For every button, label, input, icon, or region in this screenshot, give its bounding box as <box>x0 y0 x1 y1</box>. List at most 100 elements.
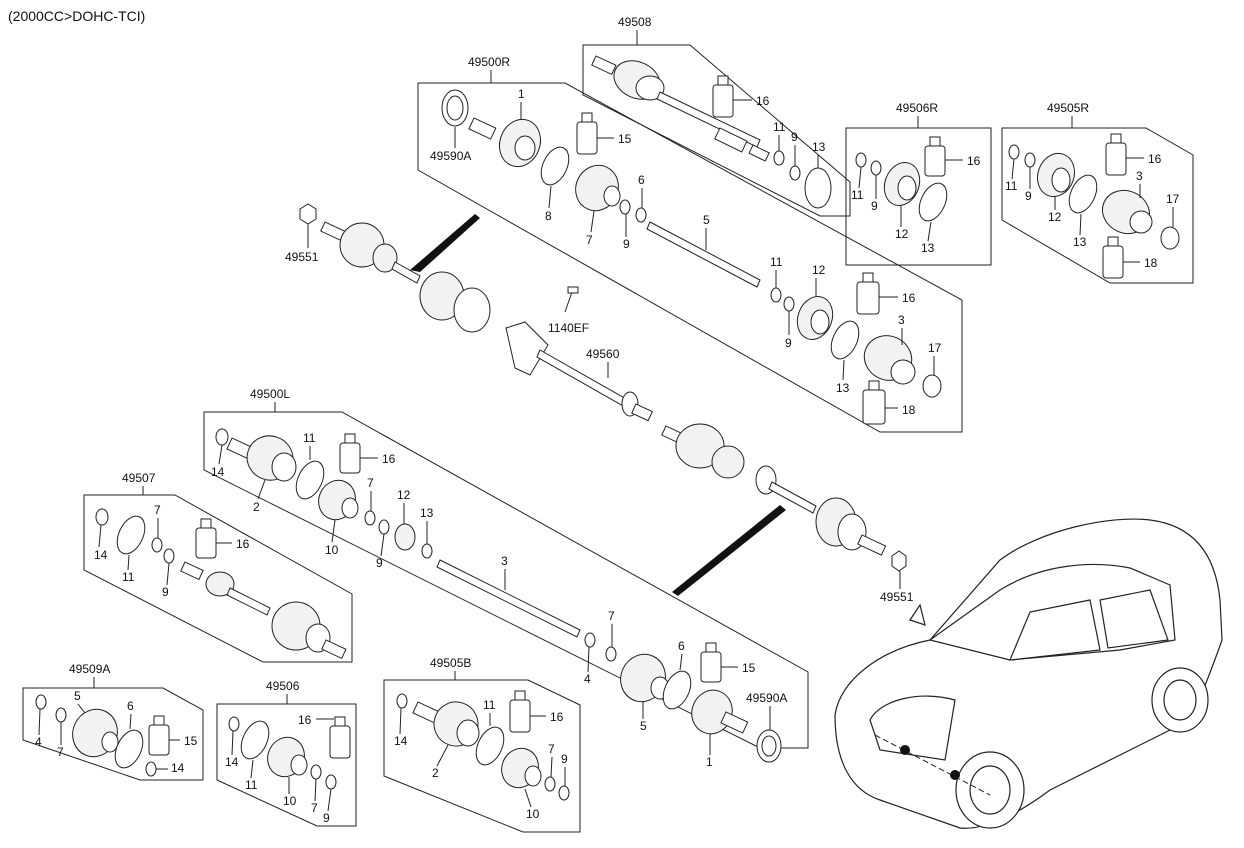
ring-7-49506 <box>310 764 322 780</box>
ring-14-49505B <box>396 693 408 709</box>
part-label-4-49509A: 4 <box>35 735 42 749</box>
frame-49505B <box>383 679 581 833</box>
part-label-11-left: 11 <box>303 431 316 445</box>
ring-14-49506 <box>228 716 240 732</box>
part-label-11-49506: 11 <box>245 778 258 792</box>
band-6-49509A <box>114 729 144 769</box>
part-label-2-49505B: 2 <box>432 766 439 780</box>
grease-tube-15-left <box>700 642 738 683</box>
frame-49507 <box>83 494 353 663</box>
frame-49500L <box>203 411 809 749</box>
part-label-13-49506R: 13 <box>921 241 935 255</box>
part-label-6-49509A: 6 <box>127 699 134 713</box>
bolt-1140EF <box>564 286 579 313</box>
boot-10-49506 <box>267 736 308 778</box>
grease-tube-16-49505R <box>1105 133 1144 176</box>
part-label-15: 15 <box>618 132 632 146</box>
grease-tube-16-49506 <box>316 716 351 759</box>
part-label-9-49505R: 9 <box>1025 189 1032 203</box>
group-label-49508: 49508 <box>618 15 652 29</box>
ring-7-49507 <box>151 537 163 553</box>
ring-14-49509A <box>145 761 157 777</box>
nut-49551-lower <box>891 550 907 572</box>
ring-14-left <box>215 428 229 446</box>
band-13-right <box>830 320 860 360</box>
part-label-5-49509A: 5 <box>74 689 81 703</box>
ring-7-left <box>364 510 376 526</box>
part-label-1140EF: 1140EF <box>548 321 589 335</box>
band-8-right <box>540 146 570 186</box>
ring-9-left <box>378 519 390 535</box>
intermediate-shaft-49560 <box>505 321 653 422</box>
part-label-14-left: 14 <box>211 465 225 479</box>
part-label-9c: 9 <box>785 336 792 350</box>
part-label-6-left: 6 <box>678 639 685 653</box>
part-label-3: 3 <box>898 313 905 327</box>
part-label-18: 18 <box>902 403 916 417</box>
boot-12-49505R <box>1036 152 1076 198</box>
part-label-11b: 11 <box>770 255 783 269</box>
part-label-1: 1 <box>518 87 525 101</box>
group-label-49506: 49506 <box>266 679 300 693</box>
outer-cv-joint-2-49505B <box>412 701 480 747</box>
outer-cv-joint-1-left <box>691 689 749 735</box>
group-label-49500L: 49500L <box>250 387 290 401</box>
part-label-7: 7 <box>586 233 593 247</box>
grease-tube-15-right <box>576 112 614 155</box>
band-11-49507 <box>116 515 146 555</box>
part-label-15-49509A: 15 <box>184 734 198 748</box>
engine-spec-header: (2000CC>DOHC-TCI) <box>8 8 146 24</box>
grease-tube-16-49508 <box>712 75 752 118</box>
part-label-6: 6 <box>638 173 645 187</box>
frame-49505R <box>1001 127 1194 284</box>
main-shaft-right <box>320 214 491 333</box>
part-label-5-left: 5 <box>640 719 647 733</box>
part-label-17-49505R: 17 <box>1166 192 1180 206</box>
part-label-11-49506R: 11 <box>851 188 864 202</box>
ring-9-49507 <box>163 548 175 564</box>
grease-tube-16-49506R <box>924 136 963 177</box>
seal-17-49505R <box>1160 226 1180 250</box>
band-6-left <box>662 670 692 710</box>
part-label-12-left: 12 <box>397 488 411 502</box>
part-label-16-49507: 16 <box>236 537 250 551</box>
part-label-16-49505B: 16 <box>550 710 564 724</box>
ring-4-left <box>584 632 596 648</box>
group-label-49505R: 49505R <box>1047 101 1089 115</box>
shaft-assembly-49507 <box>180 561 347 660</box>
part-label-7-left-b: 7 <box>608 609 615 623</box>
part-label-11: 11 <box>773 120 786 134</box>
part-label-3-left: 3 <box>501 554 508 568</box>
main-shaft-left <box>661 423 887 596</box>
part-label-12-49506R: 12 <box>895 227 909 241</box>
part-label-9-49506: 9 <box>323 811 330 825</box>
part-label-16-left: 16 <box>382 452 396 466</box>
frame-49508 <box>582 44 851 217</box>
ring-9-49506 <box>325 774 337 790</box>
housing-3-right <box>863 335 916 385</box>
nut-49551-upper <box>299 203 317 225</box>
ring-9-49508 <box>789 165 801 181</box>
seal-17-right <box>922 374 942 398</box>
ring-9-49505B <box>558 785 570 801</box>
ring-6-right <box>635 207 647 223</box>
part-label-13-49505R: 13 <box>1073 235 1087 249</box>
ring-11-49506R <box>855 152 867 168</box>
housing-3-49505R <box>1102 189 1153 235</box>
ring-4-49509A <box>35 694 47 710</box>
part-label-49590A-upper: 49590A <box>430 149 471 163</box>
part-label-9: 9 <box>791 130 798 144</box>
part-label-11-49505R: 11 <box>1005 179 1018 193</box>
part-label-16: 16 <box>756 94 770 108</box>
part-label-14-49507: 14 <box>94 548 108 562</box>
grease-tube-16-49507 <box>195 518 232 559</box>
part-label-49551-lower: 49551 <box>880 590 914 604</box>
part-label-10-49505B: 10 <box>526 807 540 821</box>
frame-49506R <box>845 127 992 266</box>
band-13-49508 <box>804 167 832 209</box>
part-label-14-49506: 14 <box>225 755 239 769</box>
group-label-49505B: 49505B <box>430 656 471 670</box>
ring-9-right-b <box>783 296 795 312</box>
part-label-49560: 49560 <box>586 347 620 361</box>
